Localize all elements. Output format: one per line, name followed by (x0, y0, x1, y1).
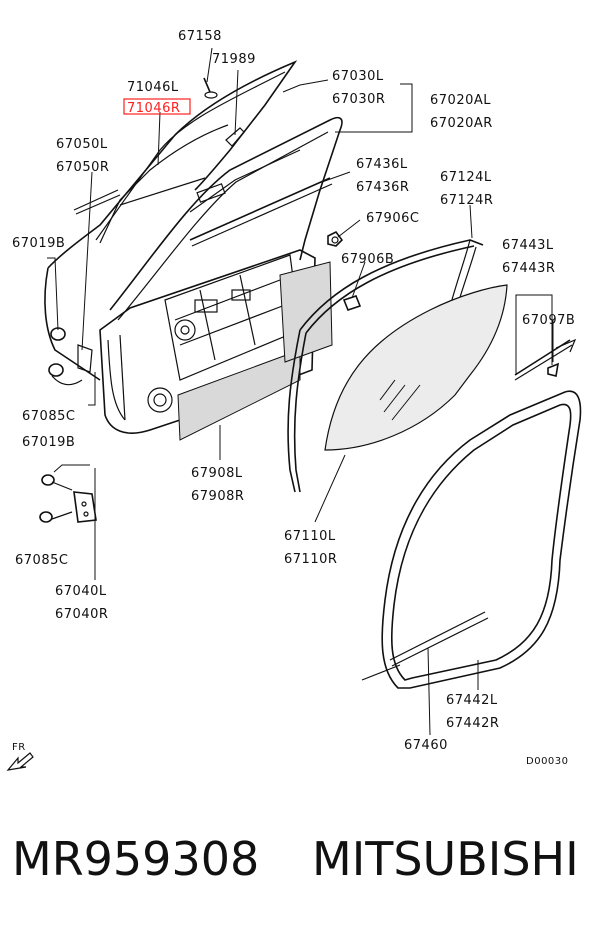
parts-diagram: 67158 71989 71046L 71046R 67030L 67030R … (6, 29, 582, 771)
molding-67443 (514, 338, 577, 381)
label-67460: 67460 (404, 738, 448, 753)
label-67085C-bottom: 67085C (15, 553, 68, 568)
label-67030L: 67030L (332, 69, 384, 84)
label-67158: 67158 (178, 29, 222, 44)
label-71046L: 71046L (127, 80, 179, 95)
label-fr: FR (12, 742, 26, 753)
label-67110L: 67110L (284, 529, 336, 544)
footer: MR959308 MITSUBISHI (0, 832, 600, 902)
label-71046R: 71046R (127, 101, 180, 116)
label-67908L: 67908L (191, 466, 243, 481)
part-labels: 67158 71989 71046L 71046R 67030L 67030R … (12, 29, 575, 767)
label-67906B: 67906B (341, 252, 394, 267)
door-assembly (44, 60, 343, 441)
label-67040L: 67040L (55, 584, 107, 599)
part-number: MR959308 (12, 832, 260, 886)
label-67906C: 67906C (366, 211, 419, 226)
label-67124L: 67124L (440, 170, 492, 185)
label-67050R: 67050R (56, 160, 109, 175)
label-67097B: 67097B (522, 313, 575, 328)
label-67124R: 67124R (440, 193, 493, 208)
label-67443L: 67443L (502, 238, 554, 253)
label-67110R: 67110R (284, 552, 337, 567)
label-67019B-top: 67019B (12, 236, 65, 251)
label-67443R: 67443R (502, 261, 555, 276)
label-67040R: 67040R (55, 607, 108, 622)
label-67050L: 67050L (56, 137, 108, 152)
grommets (327, 230, 362, 311)
label-67019B-bottom: 67019B (22, 435, 75, 450)
highlight-box (123, 98, 191, 115)
weatherstrip-67442 (361, 390, 582, 689)
label-diagram-code: D00030 (526, 756, 569, 767)
label-67908R: 67908R (191, 489, 244, 504)
label-67085C-top: 67085C (22, 409, 75, 424)
label-71989: 71989 (212, 52, 256, 67)
leader-lines (47, 47, 554, 736)
bolt-67158 (203, 77, 218, 99)
label-67030R: 67030R (332, 92, 385, 107)
label-67436R: 67436R (356, 180, 409, 195)
label-67442R: 67442R (446, 716, 499, 731)
label-67442L: 67442L (446, 693, 498, 708)
label-67020AR: 67020AR (430, 116, 493, 131)
label-67436L: 67436L (356, 157, 408, 172)
door-glass-67110 (324, 284, 508, 451)
brand-name: MITSUBISHI (312, 832, 579, 886)
front-arrow-icon (6, 752, 34, 771)
hinge-hardware (39, 327, 97, 523)
label-67020AL: 67020AL (430, 93, 491, 108)
